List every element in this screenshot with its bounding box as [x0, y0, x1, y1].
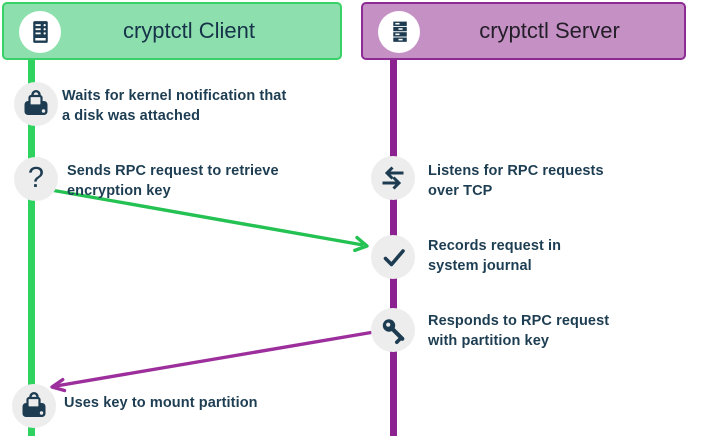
- step-node-record-request: [371, 235, 415, 279]
- label-respond-rpc: Responds to RPC request with partition k…: [428, 311, 609, 351]
- server-rack-icon: [32, 20, 48, 43]
- step-node-wait-kernel: [14, 82, 58, 126]
- server-stack-icon: [392, 21, 407, 42]
- label-mount-partition: Uses key to mount partition: [64, 393, 258, 413]
- client-badge: [19, 11, 61, 53]
- step-node-respond-rpc: [371, 308, 415, 352]
- actor-client-header: cryptctl Client: [2, 2, 342, 60]
- label-line: Responds to RPC request: [428, 313, 610, 329]
- server-title: cryptctl Server: [479, 18, 620, 43]
- disk-lock-icon: [24, 90, 48, 115]
- key-icon: [382, 319, 405, 344]
- label-line: Listens for RPC requests: [428, 163, 604, 179]
- label-wait-kernel: Waits for kernel notification that a dis…: [62, 86, 286, 126]
- step-node-send-rpc: ?: [14, 157, 58, 201]
- label-listen-rpc: Listens for RPC requests over TCP: [428, 161, 604, 201]
- label-line: with partition key: [428, 333, 550, 349]
- key-response-arrow: [50, 330, 375, 393]
- rpc-request-arrow: [50, 188, 369, 253]
- client-lifeline: [28, 30, 35, 436]
- label-line: Sends RPC request to retrieve: [67, 163, 279, 179]
- check-icon: [383, 249, 405, 267]
- label-line: encryption key: [67, 183, 171, 199]
- actor-server-header: cryptctl Server: [361, 2, 686, 60]
- disk-lock-icon: [22, 392, 46, 417]
- server-lifeline: [390, 30, 397, 436]
- label-line: Records request in: [428, 238, 562, 254]
- transfer-icon: [382, 166, 404, 190]
- step-node-mount-partition: [12, 384, 56, 428]
- label-line: Waits for kernel notification that: [62, 88, 287, 104]
- step-node-listen-rpc: [371, 156, 415, 200]
- label-send-rpc: Sends RPC request to retrieve encryption…: [67, 161, 279, 201]
- question-icon: ?: [27, 161, 45, 194]
- server-badge: [378, 11, 420, 53]
- label-line: over TCP: [428, 183, 493, 199]
- client-title: cryptctl Client: [122, 18, 256, 43]
- label-line: system journal: [428, 258, 532, 274]
- label-line: a disk was attached: [62, 108, 201, 124]
- label-line: Uses key to mount partition: [64, 395, 258, 411]
- label-record-request: Records request in system journal: [428, 236, 561, 276]
